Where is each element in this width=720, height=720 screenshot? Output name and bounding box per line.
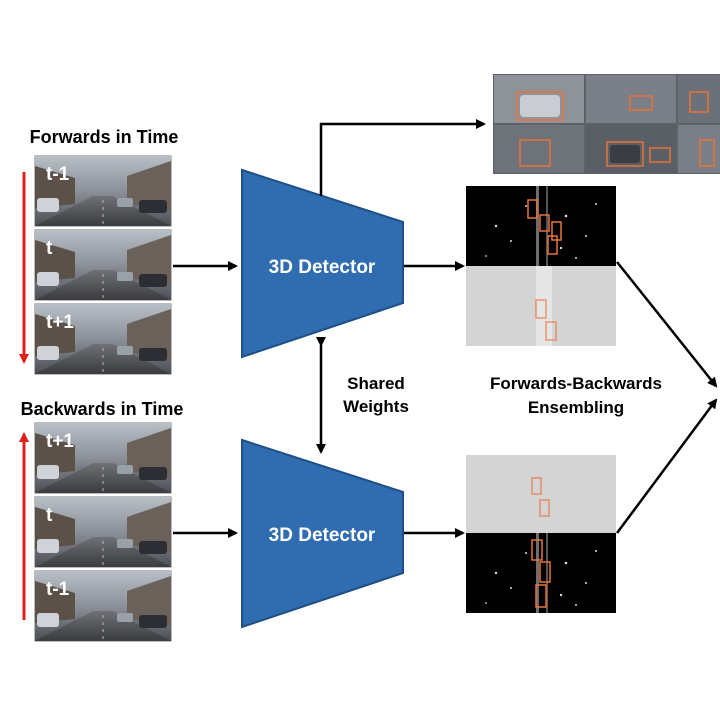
forwards-title: Forwards in Time — [30, 127, 179, 147]
bev-forwards — [466, 186, 616, 346]
ensembling-line1: Forwards-Backwards — [490, 374, 662, 393]
detector-top: 3D Detector — [241, 168, 404, 359]
detector-bottom-label: 3D Detector — [269, 525, 376, 546]
merge-arrow-top — [616, 261, 718, 388]
detector-top-label: 3D Detector — [269, 257, 376, 278]
forwards-frame-2: t — [33, 228, 173, 302]
frame-label: t-1 — [46, 579, 70, 600]
frame-label: t+1 — [46, 312, 74, 333]
backwards-frame-3: t-1 — [33, 569, 173, 643]
projection-arrow — [319, 119, 486, 196]
frame-label: t+1 — [46, 431, 74, 452]
camera-detections-strip — [493, 74, 720, 174]
backwards-frame-2: t — [33, 495, 173, 569]
frame-label: t — [46, 238, 53, 259]
shared-weights-line2: Weights — [343, 397, 409, 416]
backwards-frame-1: t+1 — [33, 421, 173, 495]
backwards-title: Backwards in Time — [21, 399, 184, 419]
shared-weights-line1: Shared — [347, 374, 405, 393]
forwards-frame-3: t+1 — [33, 302, 173, 376]
ensembling-line2: Ensembling — [528, 398, 624, 417]
frame-label: t — [46, 505, 53, 526]
detector-bottom: 3D Detector — [241, 438, 404, 629]
merge-arrow-bottom — [615, 398, 718, 534]
forwards-frame-1: t-1 — [33, 154, 173, 228]
bev-backwards — [466, 455, 616, 613]
frame-label: t-1 — [46, 164, 70, 185]
